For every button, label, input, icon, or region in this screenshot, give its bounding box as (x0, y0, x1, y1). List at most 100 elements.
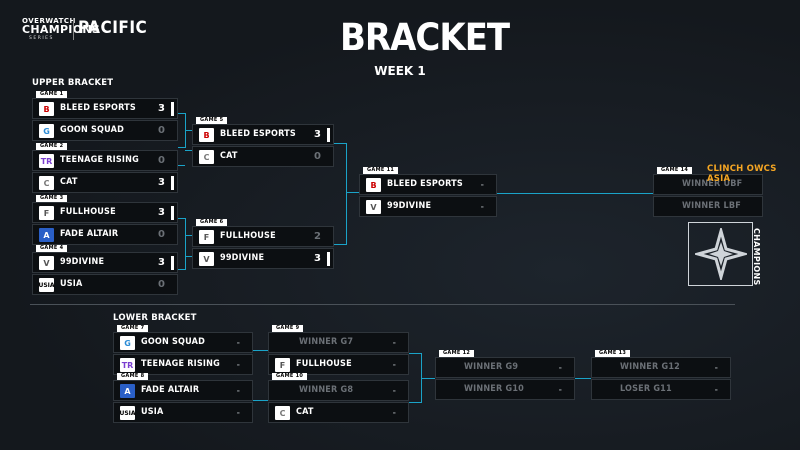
team-slot[interactable]: V 99DIVINE - (359, 196, 497, 217)
team-score: 3 (158, 103, 165, 114)
match-game-2[interactable]: TR TEENAGE RISING 0 C CAT 3 GAME 2 (32, 143, 178, 194)
match-game-6[interactable]: F FULLHOUSE 2 V 99DIVINE 3 GAME 6 (192, 219, 334, 270)
fade-altair-logo-icon: A (120, 384, 135, 398)
game-label: GAME 12 (439, 350, 475, 357)
team-name: CAT (220, 151, 238, 161)
connector (253, 400, 268, 402)
ow-logo-text: OVERWATCH (22, 17, 76, 25)
winner-marker (171, 206, 174, 220)
team-slot[interactable]: V 99DIVINE 3 (192, 248, 334, 269)
team-slot[interactable]: WINNER UBF (653, 174, 763, 195)
team-slot[interactable]: G GOON SQUAD 0 (32, 120, 178, 141)
series-logo-text: SERIES (29, 36, 54, 41)
connector (178, 165, 185, 167)
team-score: - (558, 363, 562, 372)
match-game-14[interactable]: WINNER UBF WINNER LBF GAME 14 (653, 167, 763, 218)
match-game-4[interactable]: V 99DIVINE 3 USIA USIA 0 GAME 4 (32, 245, 178, 296)
winner-marker (327, 252, 330, 266)
team-name: FADE ALTAIR (141, 385, 200, 395)
team-name: WINNER UBF (682, 179, 743, 189)
fullhouse-logo-icon: F (275, 358, 290, 372)
connector (185, 130, 192, 132)
team-slot[interactable]: F FULLHOUSE 3 (32, 202, 178, 223)
match-game-1[interactable]: B BLEED ESPORTS 3 G GOON SQUAD 0 GAME 1 (32, 91, 178, 142)
99divine-logo-icon: V (366, 200, 381, 214)
match-game-11[interactable]: B BLEED ESPORTS - V 99DIVINE - GAME 11 (359, 167, 497, 218)
winner-marker (171, 176, 174, 190)
game-label: GAME 6 (196, 219, 228, 226)
game-label: GAME 8 (117, 373, 149, 380)
team-score: 0 (158, 125, 165, 136)
match-game-9[interactable]: WINNER G7 - F FULLHOUSE - GAME 9 (268, 325, 409, 376)
team-slot[interactable]: WINNER G9 - (435, 357, 575, 378)
match-game-10[interactable]: WINNER G8 - C CAT - GAME 10 (268, 373, 409, 424)
star-emblem-icon (694, 228, 747, 280)
connector (185, 235, 192, 237)
page-title: BRACKET (340, 15, 510, 60)
team-slot[interactable]: A FADE ALTAIR 0 (32, 224, 178, 245)
team-score: 0 (158, 229, 165, 240)
match-game-5[interactable]: B BLEED ESPORTS 3 C CAT 0 GAME 5 (192, 117, 334, 168)
team-name: WINNER G10 (464, 384, 524, 394)
team-score: - (392, 360, 396, 369)
team-slot[interactable]: TR TEENAGE RISING - (113, 354, 253, 375)
champions-label: CHAMPIONS (752, 228, 761, 286)
team-score: - (236, 360, 240, 369)
team-slot[interactable]: G GOON SQUAD - (113, 332, 253, 353)
team-score: - (392, 386, 396, 395)
team-slot[interactable]: WINNER G12 - (591, 357, 731, 378)
game-label: GAME 11 (363, 167, 399, 174)
connector (178, 218, 186, 270)
team-slot[interactable]: USIA USIA 0 (32, 274, 178, 295)
team-slot[interactable]: TR TEENAGE RISING 0 (32, 150, 178, 171)
fullhouse-logo-icon: F (39, 206, 54, 220)
match-game-8[interactable]: A FADE ALTAIR - USIA USIA - GAME 8 (113, 373, 253, 424)
match-game-13[interactable]: WINNER G12 - LOSER G11 - GAME 13 (591, 350, 731, 401)
game-label: GAME 9 (272, 325, 304, 332)
connector (346, 192, 359, 194)
team-slot[interactable]: B BLEED ESPORTS 3 (192, 124, 334, 145)
team-score: 3 (158, 257, 165, 268)
cat-logo-icon: C (39, 176, 54, 190)
connector (575, 378, 591, 380)
team-slot[interactable]: F FULLHOUSE - (268, 354, 409, 375)
team-slot[interactable]: F FULLHOUSE 2 (192, 226, 334, 247)
match-game-7[interactable]: G GOON SQUAD - TR TEENAGE RISING - GAME … (113, 325, 253, 376)
team-name: CAT (60, 177, 78, 187)
team-name: GOON SQUAD (60, 125, 125, 135)
match-game-12[interactable]: WINNER G9 - WINNER G10 - GAME 12 (435, 350, 575, 401)
goon-squad-logo-icon: G (120, 336, 135, 350)
team-name: WINNER G7 (299, 337, 354, 347)
team-slot[interactable]: A FADE ALTAIR - (113, 380, 253, 401)
team-slot[interactable]: LOSER G11 - (591, 379, 731, 400)
team-slot[interactable]: C CAT 3 (32, 172, 178, 193)
team-score: - (714, 363, 718, 372)
team-slot[interactable]: USIA USIA - (113, 402, 253, 423)
connector (185, 150, 192, 152)
winner-marker (327, 128, 330, 142)
match-game-3[interactable]: F FULLHOUSE 3 A FADE ALTAIR 0 GAME 3 (32, 195, 178, 246)
usia-logo-icon: USIA (119, 406, 136, 420)
team-slot[interactable]: WINNER G10 - (435, 379, 575, 400)
team-name: BLEED ESPORTS (220, 129, 296, 139)
team-slot[interactable]: B BLEED ESPORTS - (359, 174, 497, 195)
connector (253, 350, 268, 352)
team-slot[interactable]: WINNER G8 - (268, 380, 409, 401)
team-slot[interactable]: B BLEED ESPORTS 3 (32, 98, 178, 119)
team-name: WINNER LBF (682, 201, 741, 211)
clinch-label: CLINCH OWCS ASIA (707, 164, 777, 184)
team-slot[interactable]: C CAT - (268, 402, 409, 423)
team-name: BLEED ESPORTS (60, 103, 136, 113)
team-score: 3 (158, 207, 165, 218)
team-score: - (236, 408, 240, 417)
team-slot[interactable]: C CAT 0 (192, 146, 334, 167)
team-name: 99DIVINE (387, 201, 432, 211)
fade-altair-logo-icon: A (39, 228, 54, 242)
team-slot[interactable]: WINNER G7 - (268, 332, 409, 353)
connector (185, 256, 192, 258)
team-slot[interactable]: WINNER LBF (653, 196, 763, 217)
teenage-rising-logo-icon: TR (39, 154, 54, 168)
game-label: GAME 14 (657, 167, 693, 174)
team-name: TEENAGE RISING (60, 155, 139, 165)
team-slot[interactable]: V 99DIVINE 3 (32, 252, 178, 273)
